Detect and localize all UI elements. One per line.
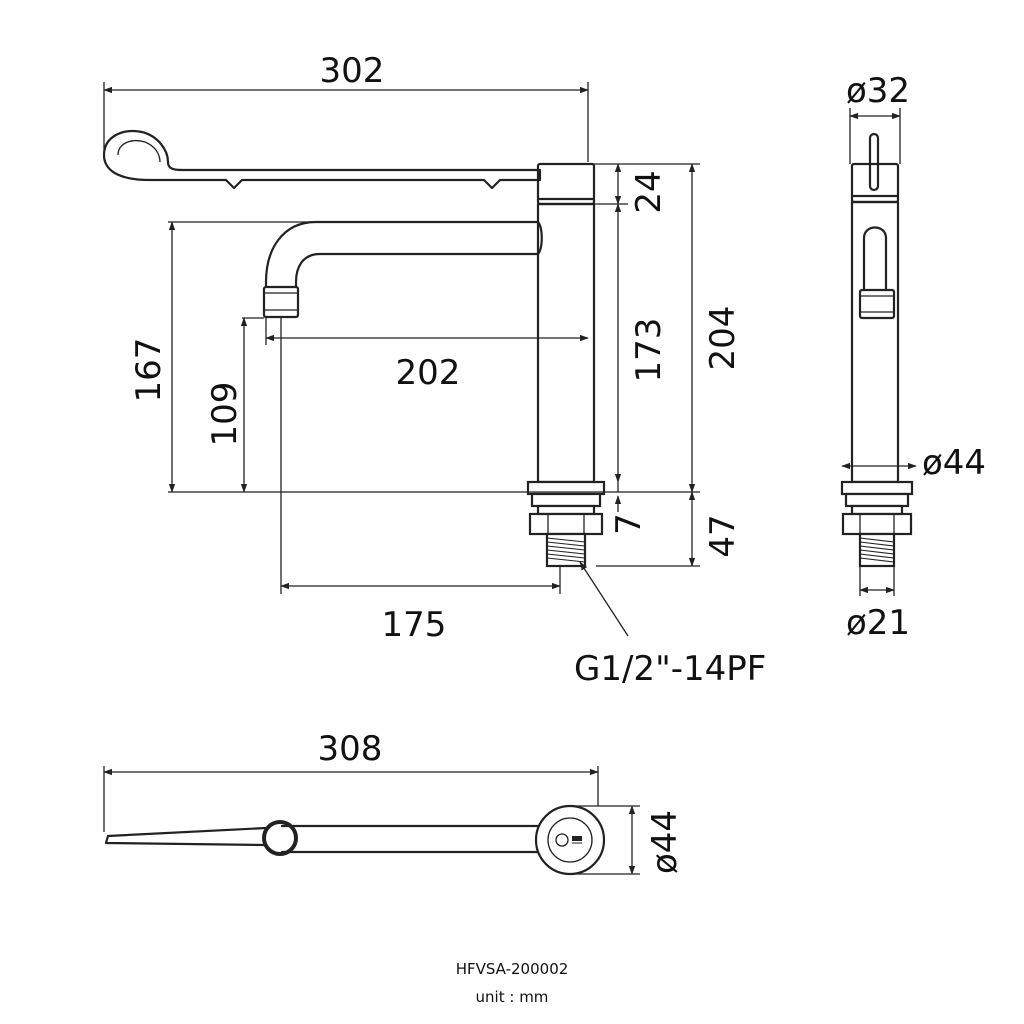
shank-threads [546,537,586,563]
top-dimensions: 308 ø44 [103,729,685,875]
top-lever [104,826,268,847]
side-aerator [858,288,896,320]
top-view [104,804,606,876]
mounting-nut-lower [528,512,604,536]
dim-spout-height: 167 [129,338,169,403]
top-center-hole [555,833,569,847]
spout [264,220,540,290]
top-base-inner [547,817,593,863]
dim-body-height: 173 [629,318,669,383]
side-view [840,132,914,568]
top-spout-ring [262,820,298,856]
lever-handle [102,130,542,190]
thread-spec-label: G1/2"-14PF [574,649,766,689]
dim-overall-width: 302 [320,51,385,91]
tap-body [536,202,596,484]
top-base-outer [534,804,606,876]
side-handle-slot [868,132,880,192]
front-dimensions: 302 24 173 204 7 47 167 109 202 [103,51,766,689]
front-view [102,130,606,568]
dim-top-base-diameter: ø44 [645,810,685,874]
brand-mark-icon [572,836,582,844]
model-number: HFVSA-200002 [455,960,569,978]
dim-base-diameter: ø44 [922,443,986,483]
side-body [850,200,900,484]
aerator [262,285,300,319]
unit-note: unit : mm [475,988,549,1006]
dim-spout-reach: 202 [396,353,461,393]
side-shank-threads [859,537,895,563]
dim-handle-height: 24 [629,170,669,213]
side-spout [862,226,888,292]
side-threaded-shank [858,532,896,568]
dim-total-height: 204 [703,306,743,371]
side-dimensions: ø32 ø44 ø21 [841,71,986,643]
dim-top-diameter: ø32 [846,71,910,111]
dim-outlet-height: 109 [205,382,245,447]
dim-shank-length: 47 [703,514,743,557]
dim-nut-height: 7 [609,513,649,535]
dim-shank-diameter: ø21 [846,603,910,643]
dim-top-overall-length: 308 [318,729,383,769]
dim-outlet-to-shank: 175 [382,605,447,645]
